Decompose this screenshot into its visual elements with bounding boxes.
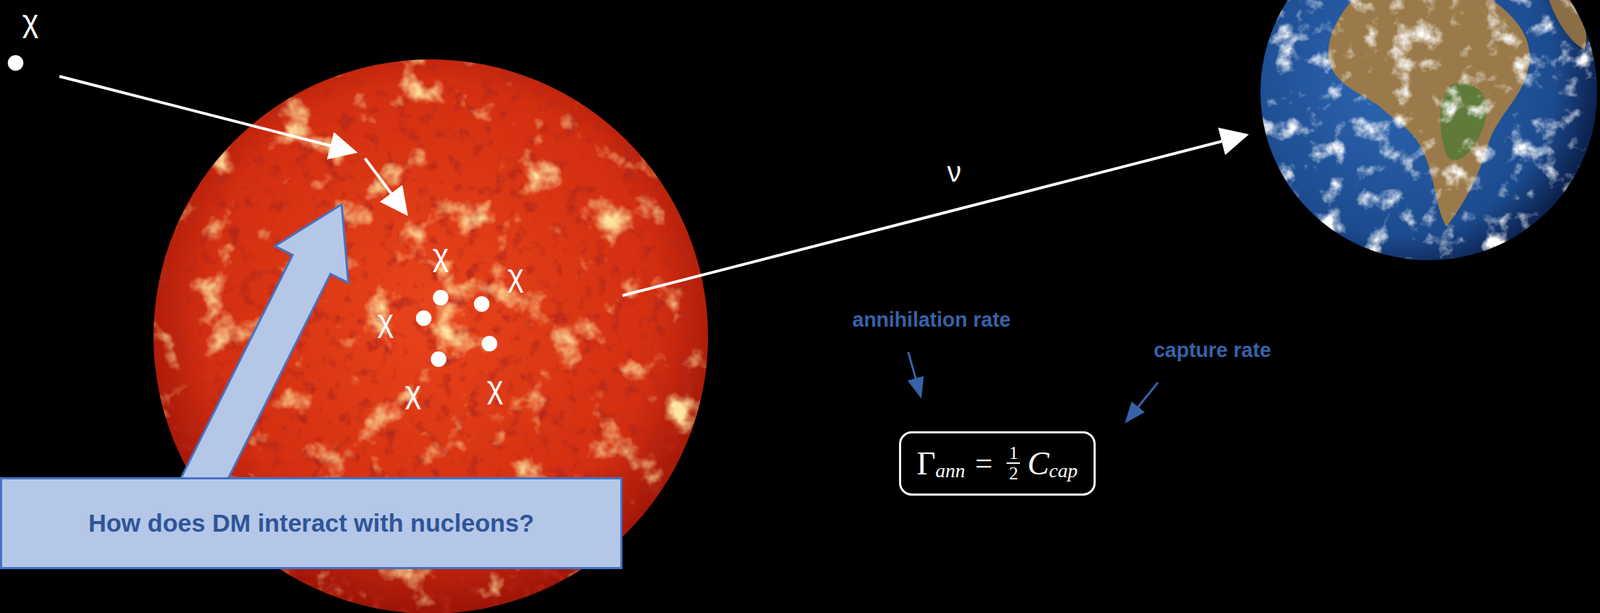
formula-den: 2 bbox=[1006, 462, 1020, 484]
dm-dots bbox=[7, 55, 498, 368]
question-box: How does DM interact with nucleons? bbox=[0, 477, 623, 570]
earth bbox=[1259, 0, 1599, 262]
neutrino-symbol: ν bbox=[947, 156, 962, 189]
leader-arrow bbox=[908, 352, 921, 395]
formula-main: C bbox=[1027, 444, 1049, 483]
formula-sub: ann bbox=[935, 459, 966, 483]
question-text: How does DM interact with nucleons? bbox=[88, 509, 535, 538]
annotation: capture rate bbox=[1153, 338, 1272, 363]
formula-main: Γ bbox=[916, 444, 936, 483]
formula-sub: cap bbox=[1048, 459, 1078, 483]
dm-symbol: χ bbox=[432, 237, 449, 274]
leader-arrow bbox=[1127, 382, 1158, 421]
formula-num: 1 bbox=[1006, 443, 1020, 463]
formula-op: = bbox=[975, 445, 994, 482]
dm-symbol: χ bbox=[507, 258, 524, 294]
fraction: 12 bbox=[1006, 443, 1020, 484]
dm-symbol: χ bbox=[486, 369, 503, 406]
annotation: annihilation rate bbox=[852, 308, 1011, 332]
incoming-arrow bbox=[59, 76, 353, 152]
neutrino-arrow bbox=[622, 135, 1244, 296]
block-arrow bbox=[180, 204, 349, 498]
dm-symbol: χ bbox=[377, 303, 394, 339]
capture-arrow bbox=[364, 158, 405, 212]
dm-symbol: χ bbox=[404, 374, 421, 411]
dm-symbol: χ bbox=[21, 3, 39, 39]
formula-box: Γann = 12Ccap bbox=[899, 431, 1096, 496]
